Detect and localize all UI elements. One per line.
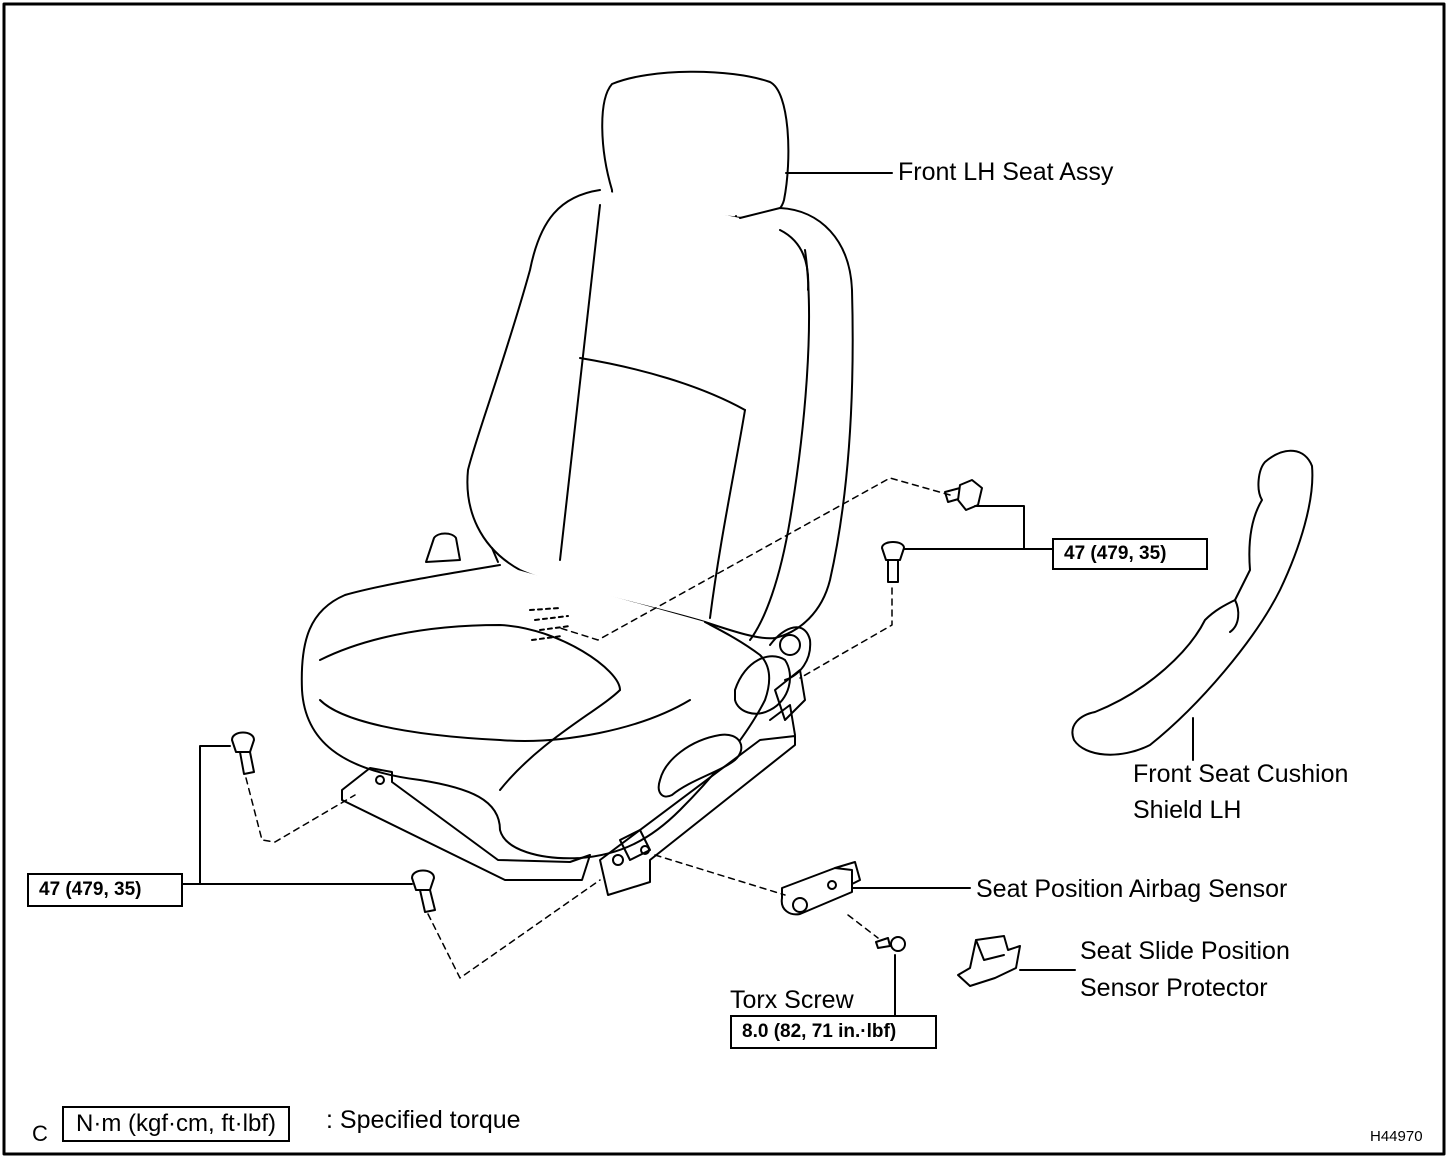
bolt-rear-left [231, 731, 255, 775]
legend-prefix: C [32, 1121, 48, 1146]
torx-screw-drawing [875, 936, 906, 952]
label-seat-slide-position-sensor-protector-line1: Seat Slide Position [1080, 937, 1290, 965]
torque-box-torx-screw: 8.0 (82, 71 in.·lbf) [730, 1015, 937, 1049]
seat-rail-right [599, 735, 796, 896]
bolt-front-left [411, 869, 436, 913]
phantom-lines [245, 477, 951, 979]
torque-box-front-bolts: 47 (479, 35) [27, 873, 183, 907]
seat-slide-position-sensor-protector-drawing [957, 935, 1021, 987]
bolt-front-right [881, 541, 905, 583]
label-front-seat-cushion-shield-line2: Shield LH [1133, 796, 1242, 824]
label-front-lh-seat-assy: Front LH Seat Assy [898, 158, 1114, 186]
seat-rail-left [341, 767, 591, 881]
label-front-seat-cushion-shield-line1: Front Seat Cushion [1133, 760, 1349, 788]
label-seat-slide-position-sensor-protector-line2: Sensor Protector [1080, 974, 1268, 1002]
torque-box-rear-bolts: 47 (479, 35) [1052, 538, 1208, 570]
front-seat-cushion-shield-drawing [1071, 449, 1314, 756]
seat-cushion [300, 564, 771, 860]
figure-id: H44970 [1370, 1128, 1423, 1145]
label-torx-screw: Torx Screw [730, 986, 854, 1014]
leader-lines [181, 172, 1194, 1017]
seat-back [466, 189, 854, 640]
seat-position-airbag-sensor-drawing [780, 861, 861, 916]
legend-unit-box: N·m (kgf·cm, ft·lbf) [62, 1106, 290, 1142]
label-seat-position-airbag-sensor: Seat Position Airbag Sensor [976, 875, 1288, 903]
legend-description: : Specified torque [326, 1106, 521, 1134]
front-lh-seat-assy-drawing [300, 70, 854, 896]
